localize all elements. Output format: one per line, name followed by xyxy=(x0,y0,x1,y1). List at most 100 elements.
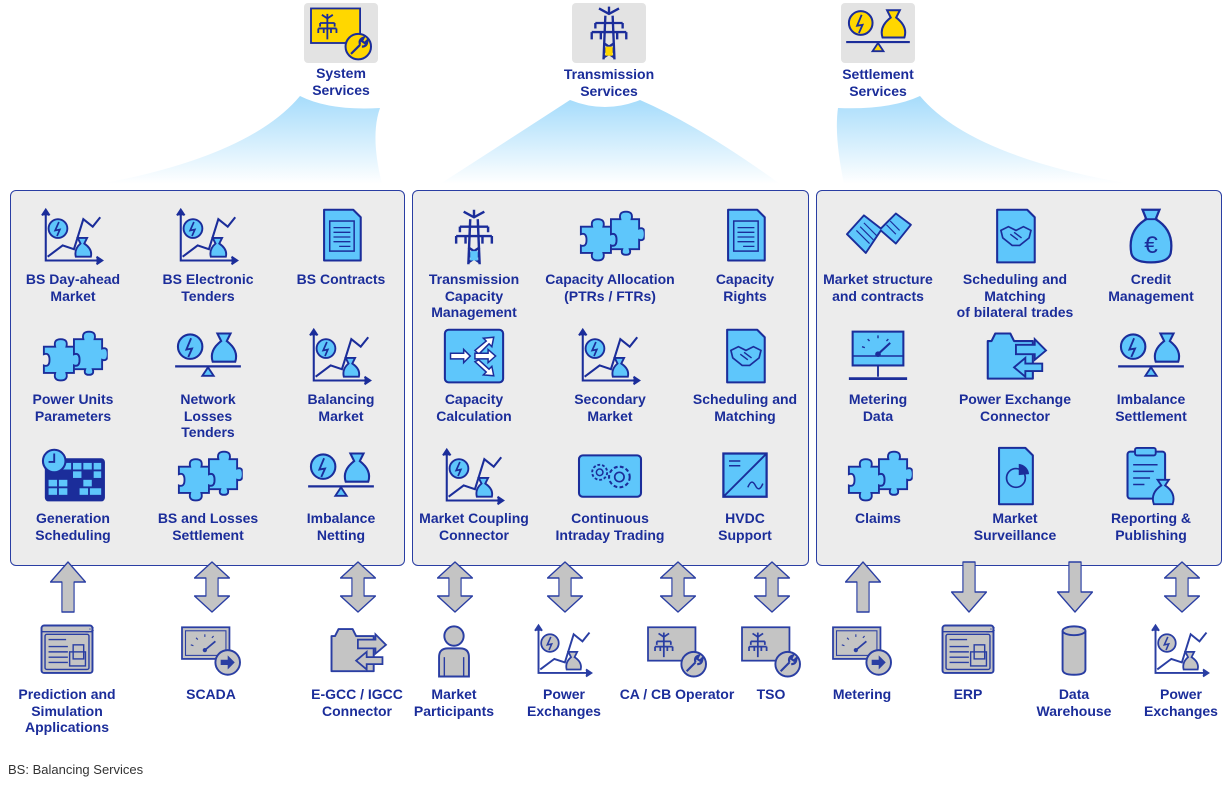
external-system[interactable] xyxy=(931,622,1005,680)
arrow-both-icon xyxy=(193,560,231,619)
external-system-label: Metering xyxy=(832,686,892,702)
control-room-wrench-icon xyxy=(640,622,714,685)
external-system[interactable] xyxy=(30,622,104,680)
transmission-services-fan xyxy=(440,100,780,184)
service-item-label: Imbalance Netting xyxy=(306,510,376,543)
folder-exchange-icon xyxy=(978,326,1052,392)
balance-scale-icon xyxy=(1114,326,1188,392)
split-arrows-icon xyxy=(437,326,511,392)
category-label-transmission-services: Transmission Services xyxy=(563,66,655,99)
puzzle-icon xyxy=(573,206,647,272)
balance-scale-icon xyxy=(171,326,245,392)
service-item-system-services[interactable] xyxy=(271,206,411,316)
external-system[interactable] xyxy=(734,622,808,680)
service-item-label: Scheduling and Matching xyxy=(692,391,798,424)
market-chart-icon xyxy=(304,326,378,392)
service-item-label: Power Exchange Connector xyxy=(958,391,1072,424)
service-item-label: Claims xyxy=(855,510,901,526)
meter-arrow-icon xyxy=(825,622,899,685)
category-label-system-services: System Services xyxy=(312,65,370,98)
application-window-icon xyxy=(30,622,104,685)
folded-paper-icon xyxy=(841,206,915,272)
control-room-wrench-icon xyxy=(734,622,808,685)
service-item-label: Capacity Calculation xyxy=(436,391,512,424)
external-system[interactable] xyxy=(1144,622,1218,680)
service-item-label: Scheduling and Matching of bilateral tra… xyxy=(956,271,1074,320)
external-system-label: ERP xyxy=(953,686,983,702)
category-label-settlement-services: Settlement Services xyxy=(842,66,914,99)
external-system-label: E-GCC / IGCC Connector xyxy=(311,686,403,719)
puzzle-icon xyxy=(841,446,915,512)
external-system-label: Power Exchanges xyxy=(527,686,601,719)
external-system[interactable] xyxy=(417,622,491,680)
service-item-label: Transmission Capacity Management xyxy=(428,271,520,320)
balance-scale-icon xyxy=(841,3,915,63)
service-item-label: Secondary Market xyxy=(574,391,646,424)
arrow-both-icon xyxy=(1163,560,1201,619)
footnote: BS: Balancing Services xyxy=(8,762,144,777)
arrow-both-icon xyxy=(659,560,697,619)
external-system[interactable] xyxy=(174,622,248,680)
service-item-label: Credit Management xyxy=(1108,271,1194,304)
arrow-both-icon xyxy=(546,560,584,619)
handshake-document-icon xyxy=(708,326,782,392)
external-system-label: SCADA xyxy=(186,686,236,702)
service-item-label: BS Contracts xyxy=(296,271,386,287)
clipboard-money-icon xyxy=(1114,446,1188,512)
service-item-label: Market structure and contracts xyxy=(823,271,933,304)
market-chart-icon xyxy=(171,206,245,272)
external-system[interactable] xyxy=(640,622,714,680)
service-item-label: Market Surveillance xyxy=(973,510,1057,543)
folder-exchange-icon xyxy=(320,622,394,685)
meter-arrow-icon xyxy=(174,622,248,685)
service-item-label: BS Day-ahead Market xyxy=(25,271,121,304)
external-system-label: CA / CB Operator xyxy=(619,686,735,702)
hvdc-converter-icon xyxy=(708,446,782,512)
arrow-up-icon xyxy=(844,560,882,619)
person-icon xyxy=(417,622,491,685)
transmission-tower-icon xyxy=(437,206,511,272)
external-system-label: Data Warehouse xyxy=(1036,686,1112,719)
external-system[interactable] xyxy=(1037,622,1111,680)
contract-document-icon xyxy=(304,206,378,272)
external-system[interactable] xyxy=(527,622,601,680)
handshake-document-icon xyxy=(978,206,1052,272)
arrow-both-icon xyxy=(753,560,791,619)
arrow-down-icon xyxy=(1056,560,1094,619)
service-item-label: Imbalance Settlement xyxy=(1115,391,1187,424)
market-chart-icon xyxy=(1144,622,1218,685)
service-item-label: Continuous Intraday Trading xyxy=(555,510,665,543)
arrow-down-icon xyxy=(950,560,988,619)
external-system[interactable] xyxy=(320,622,394,680)
service-item-label: BS Electronic Tenders xyxy=(162,271,254,304)
service-item-label: Balancing Market xyxy=(307,391,375,424)
gears-icon xyxy=(573,446,647,512)
external-system-label: Market Participants xyxy=(413,686,495,719)
market-chart-icon xyxy=(527,622,601,685)
service-item-label: BS and Losses Settlement xyxy=(157,510,259,543)
puzzle-icon xyxy=(171,446,245,512)
service-item-label: HVDC Support xyxy=(718,510,772,543)
service-item-label: Generation Scheduling xyxy=(35,510,111,543)
puzzle-icon xyxy=(36,326,110,392)
system-services-fan xyxy=(100,96,382,184)
service-item-label: Network Losses Tenders xyxy=(180,391,236,440)
meter-icon xyxy=(841,326,915,392)
market-chart-icon xyxy=(36,206,110,272)
external-system-label: TSO xyxy=(756,686,786,702)
schedule-calendar-icon xyxy=(36,446,110,512)
external-system-label: Prediction and Simulation Applications xyxy=(18,686,116,735)
control-room-wrench-icon xyxy=(304,3,378,63)
market-chart-icon xyxy=(437,446,511,512)
euro-money-bag-icon xyxy=(1114,206,1188,272)
service-item-label: Market Coupling Connector xyxy=(419,510,529,543)
service-item-label: Capacity Rights xyxy=(715,271,775,304)
service-item-settlement-services[interactable] xyxy=(808,446,948,556)
application-window-icon xyxy=(931,622,1005,685)
arrow-both-icon xyxy=(339,560,377,619)
database-icon xyxy=(1037,622,1111,685)
transmission-tower-icon xyxy=(572,3,646,63)
contract-document-icon xyxy=(708,206,782,272)
service-item-label: Capacity Allocation (PTRs / FTRs) xyxy=(545,271,675,304)
external-system[interactable] xyxy=(825,622,899,680)
